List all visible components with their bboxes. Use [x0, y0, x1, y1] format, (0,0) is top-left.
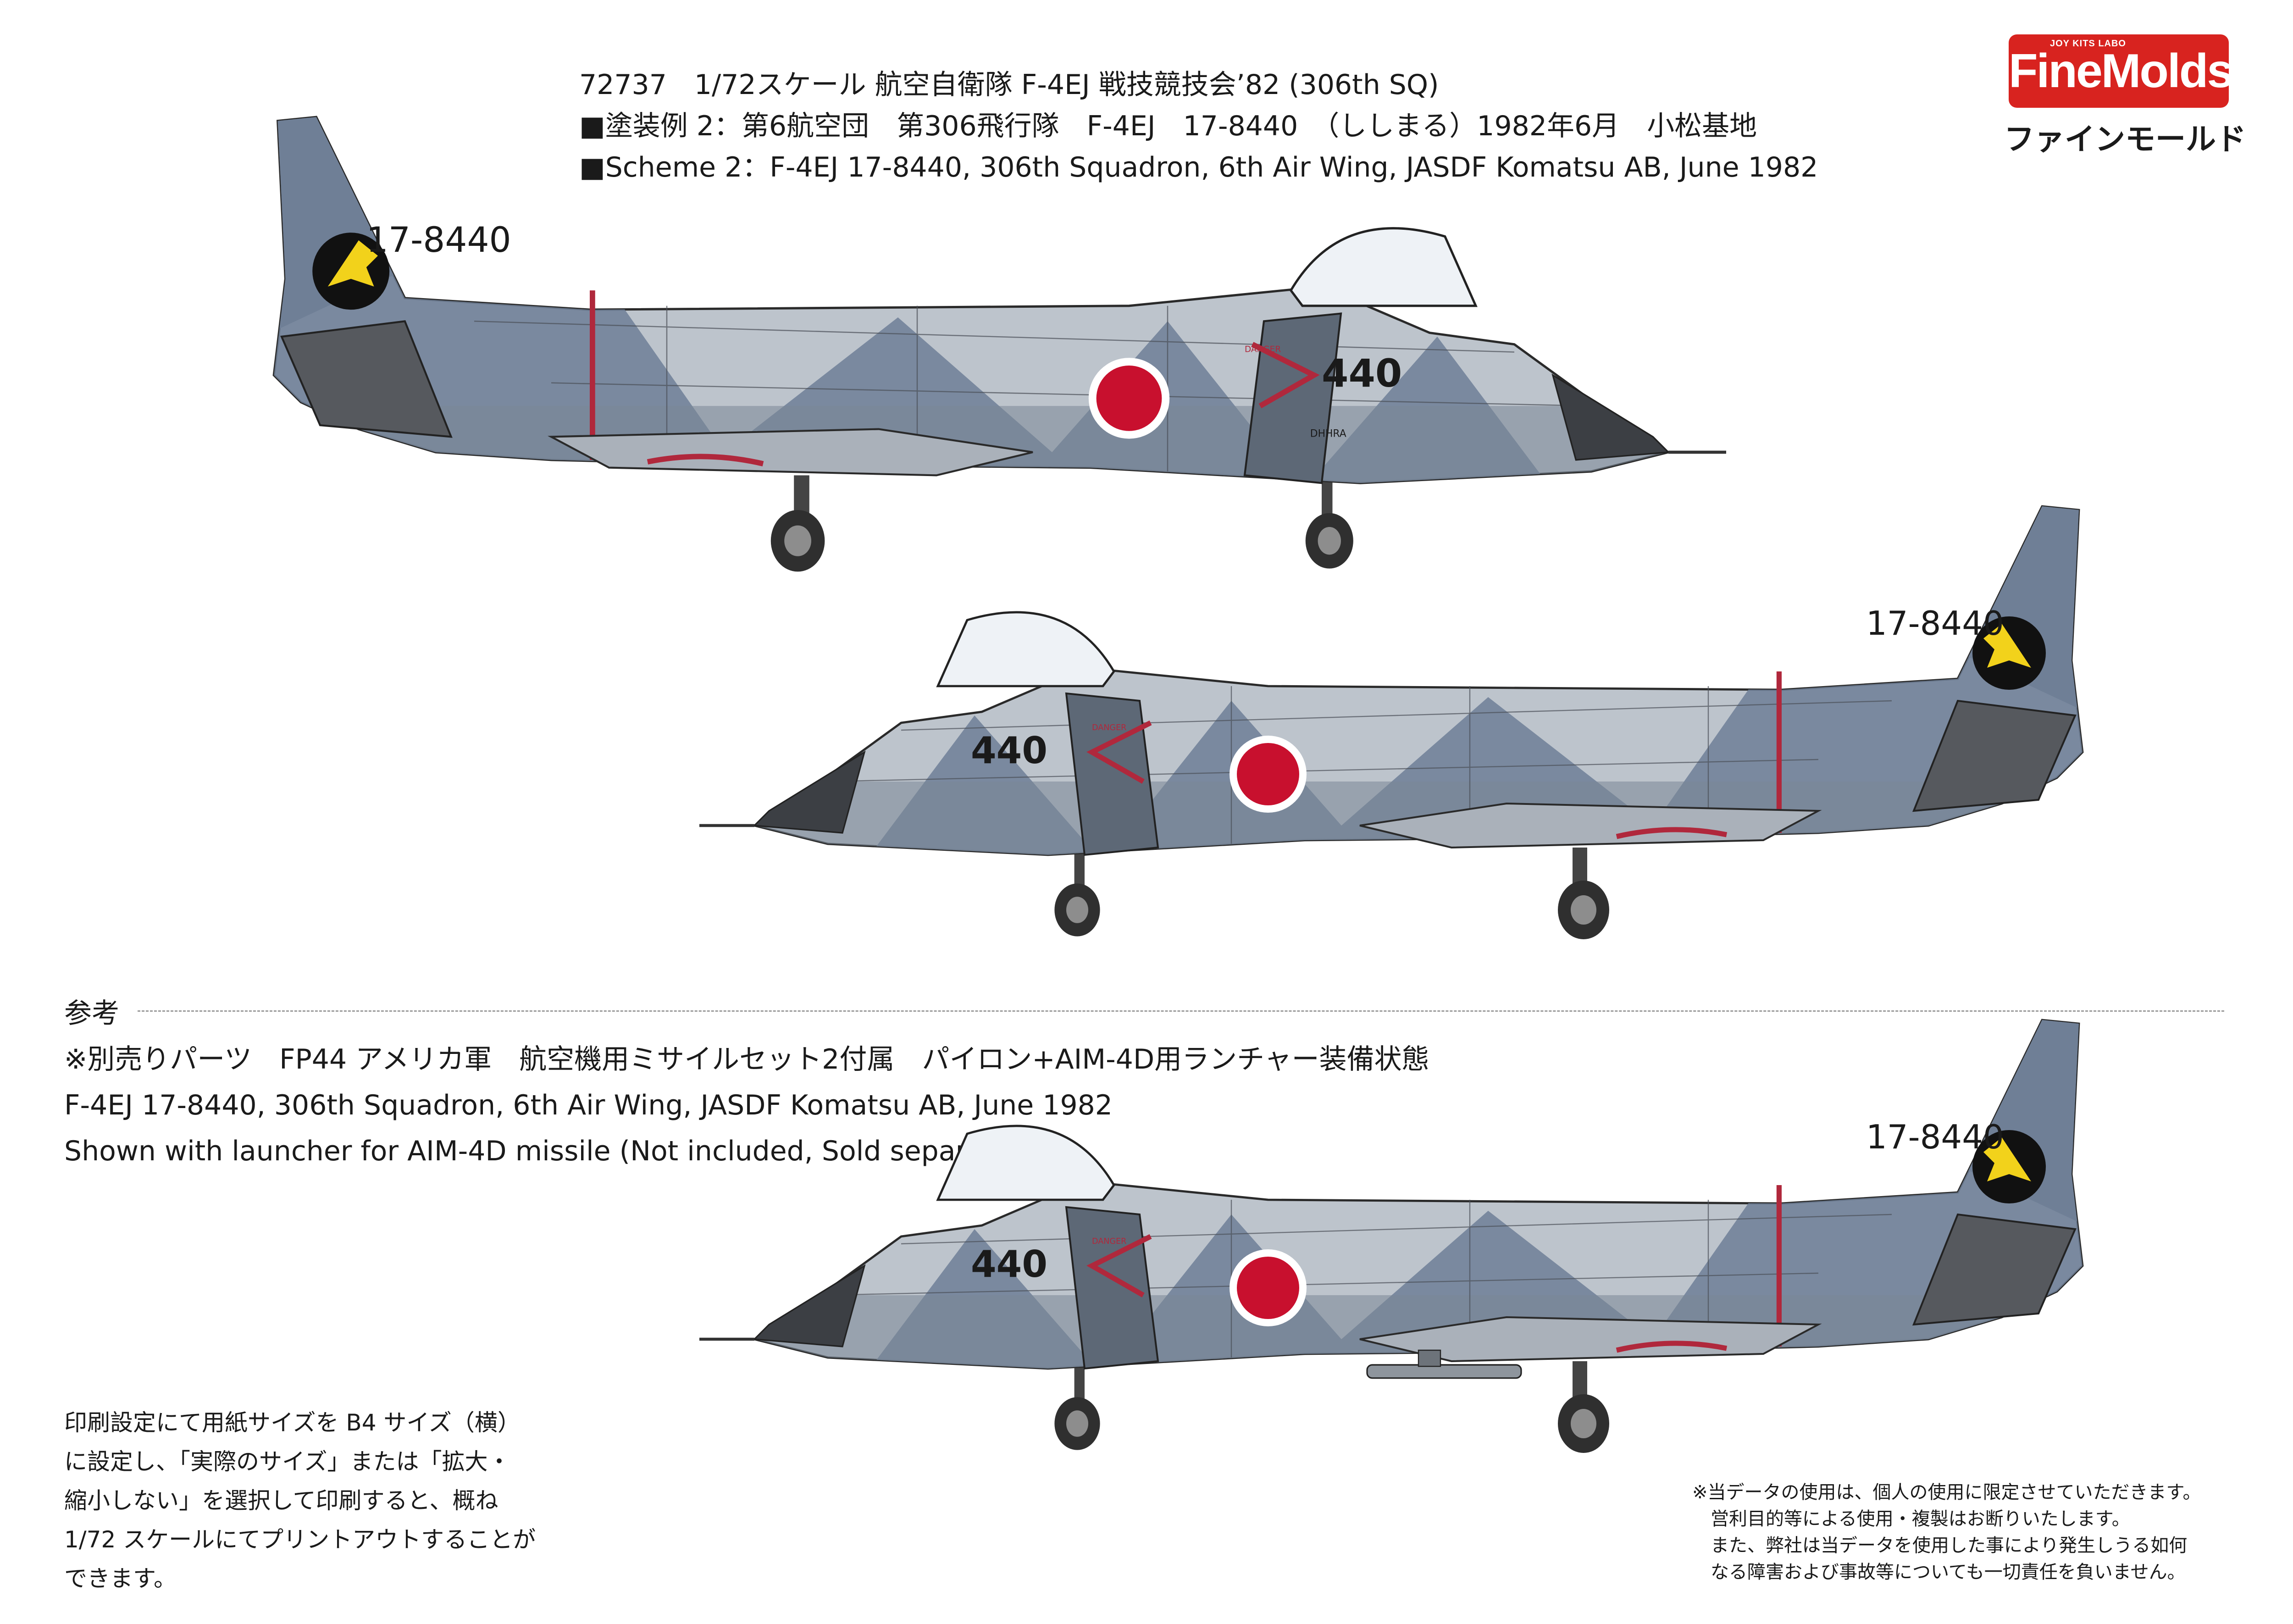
- tail-number: 17-8440: [1866, 604, 2004, 643]
- logo-katakana: ファインモールド: [2004, 122, 2246, 157]
- logo-name: FineMolds: [2009, 44, 2233, 98]
- reference-line-ja: ※別売りパーツ FP44 アメリカ軍 航空機用ミサイルセット2付属 パイロン+A…: [64, 1043, 1429, 1075]
- aircraft-profile-right-side: 17-8440 440 DANGER: [587, 495, 2261, 954]
- intake-code: DHHRA: [1310, 428, 1346, 439]
- print-note-line1: 印刷設定にて用紙サイズを B4 サイズ（横）: [64, 1409, 521, 1436]
- finemolds-logo: JOY KITS LABO FineMolds: [2009, 34, 2233, 108]
- usage-note-line2: 営利目的等による使用・複製はお断りいたします。: [1711, 1508, 2130, 1530]
- usage-note-line4: なる障害および事故等についても一切責任を負いません。: [1711, 1562, 2186, 1583]
- scheme-title-ja: ■塗装例 2：第6航空団 第306飛行隊 F-4EJ 17-8440 （ししまる…: [579, 110, 1757, 142]
- usage-note-line1: ※当データの使用は、個人の使用に限定させていただきます。: [1692, 1482, 2201, 1503]
- section-divider: [138, 1010, 2224, 1012]
- print-note-line3: 縮小しない」を選択して印刷すると、概ね: [64, 1487, 498, 1514]
- nose-number: 440: [971, 1243, 1047, 1286]
- danger-label: DANGER: [1092, 1237, 1126, 1246]
- aircraft-profile-left-side: 17-8440 440 DANGER DHHRA: [60, 105, 1871, 587]
- nose-number: 440: [971, 729, 1047, 772]
- reference-line-en1: F-4EJ 17-8440, 306th Squadron, 6th Air W…: [64, 1089, 1113, 1121]
- reference-line-en2: Shown with launcher for AIM-4D missile (…: [64, 1135, 1046, 1167]
- nose-number: 440: [1322, 351, 1402, 396]
- logo-tagline: JOY KITS LABO: [2050, 39, 2126, 49]
- danger-label: DANGER: [1092, 723, 1126, 732]
- print-note-line4: 1/72 スケールにてプリントアウトすることが: [64, 1526, 536, 1553]
- scheme-title-en: ■Scheme 2：F-4EJ 17-8440, 306th Squadron,…: [579, 151, 1818, 183]
- tail-number: 17-8440: [1866, 1118, 2004, 1156]
- aim-4d-launcher: [1366, 1349, 1522, 1379]
- reference-heading: 参考: [64, 998, 119, 1030]
- danger-label: DANGER: [1245, 345, 1281, 355]
- tail-number: 17-8440: [366, 220, 511, 260]
- print-note-line2: に設定し、「実際のサイズ」または「拡大・: [64, 1448, 511, 1475]
- product-title: 72737 1/72スケール 航空自衛隊 F-4EJ 戦技競技会’82 (306…: [579, 69, 1439, 101]
- usage-note-line3: また、弊社は当データを使用した事により発生しうる如何: [1711, 1535, 2188, 1556]
- aircraft-profile-with-launcher: 17-8440 440 DANGER: [587, 1009, 2261, 1468]
- print-note-line5: できます。: [64, 1565, 177, 1592]
